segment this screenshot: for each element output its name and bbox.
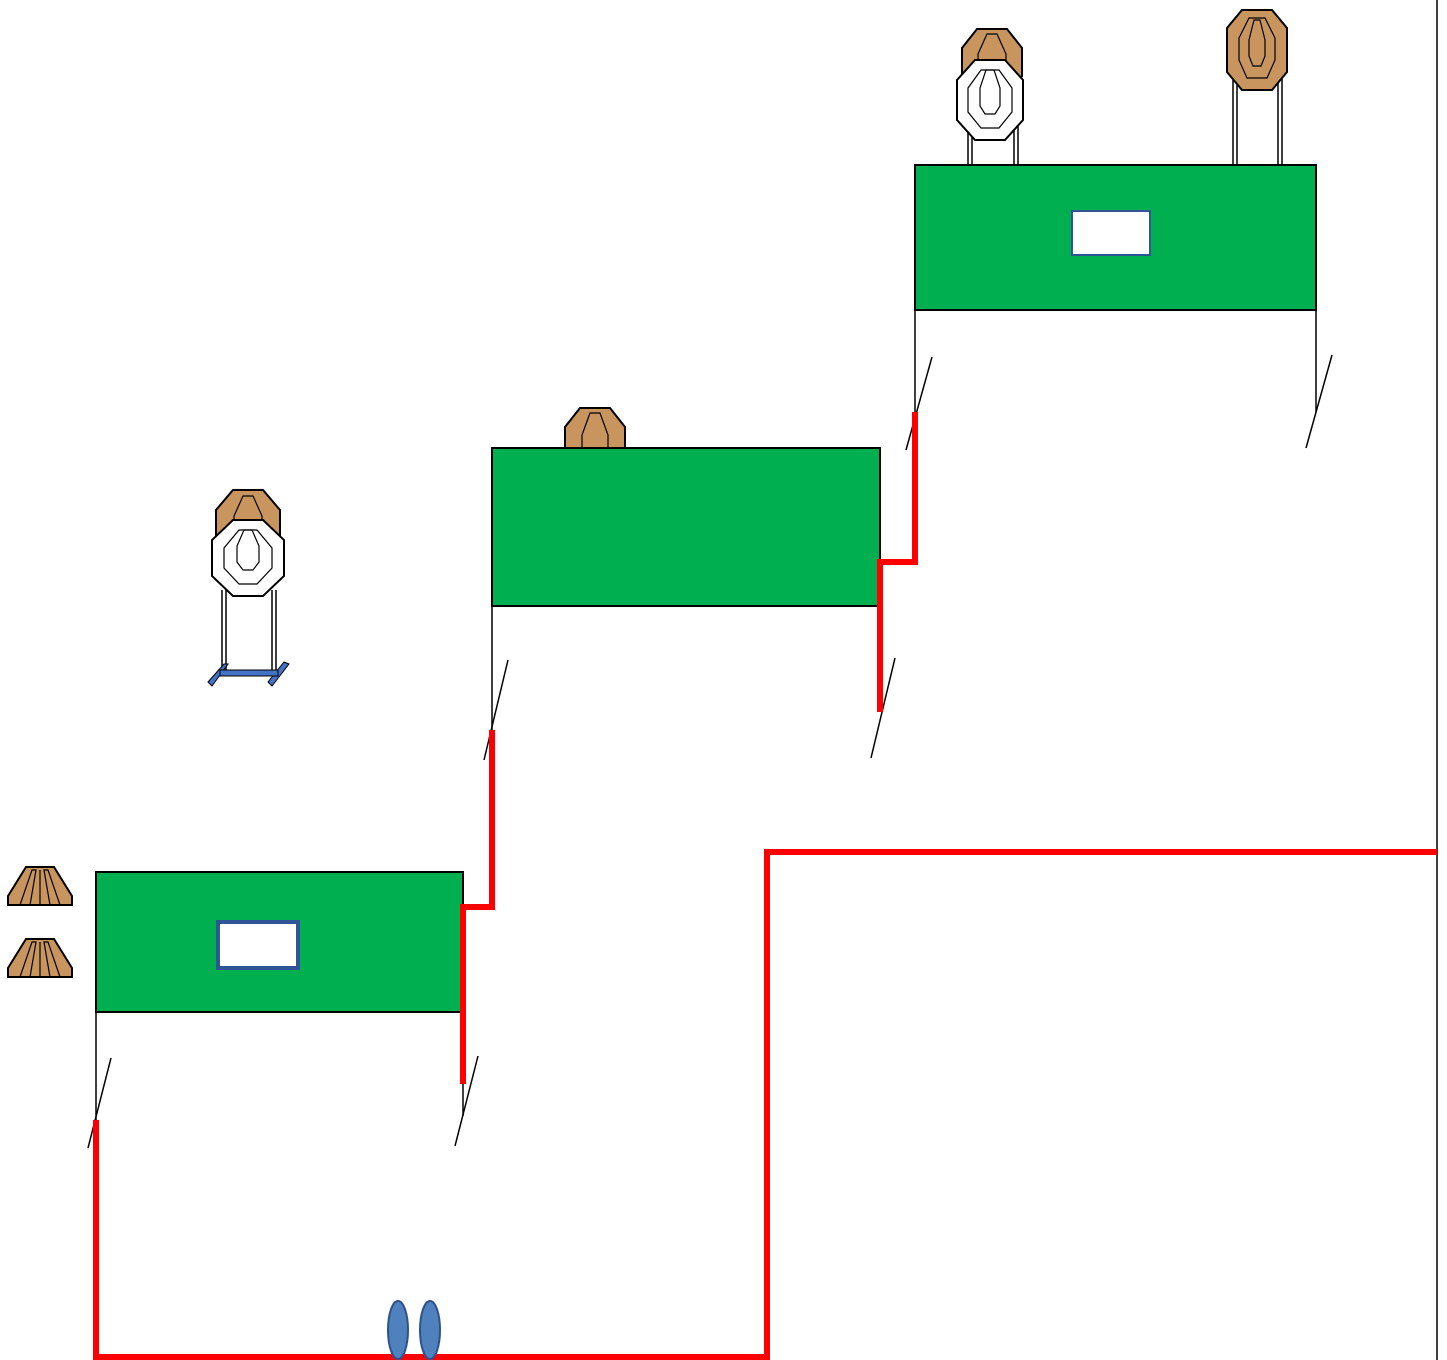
target-stand — [221, 590, 277, 670]
fault-line-segment — [877, 412, 918, 712]
freestanding-target-group — [207, 489, 290, 687]
wall — [491, 447, 881, 607]
wall-2-group — [483, 407, 896, 761]
wall-legs — [87, 1012, 479, 1149]
wall-legs — [905, 310, 1333, 451]
fault-line-segment — [460, 730, 495, 1084]
wall-window — [216, 920, 300, 970]
start-position — [387, 1300, 441, 1360]
start-position-foot — [419, 1300, 441, 1360]
wall-3-group — [905, 9, 1333, 451]
stand-base — [207, 661, 290, 687]
wall-1-group — [7, 866, 479, 1149]
paper-target — [7, 866, 73, 906]
no-shoot-target — [211, 519, 285, 597]
paper-target — [7, 938, 73, 978]
fault-line — [93, 849, 1437, 1360]
wall-legs — [483, 606, 896, 761]
paper-target — [1226, 9, 1288, 91]
wall-window — [1071, 210, 1151, 256]
start-position-foot — [387, 1300, 409, 1360]
no-shoot-target — [956, 59, 1024, 141]
